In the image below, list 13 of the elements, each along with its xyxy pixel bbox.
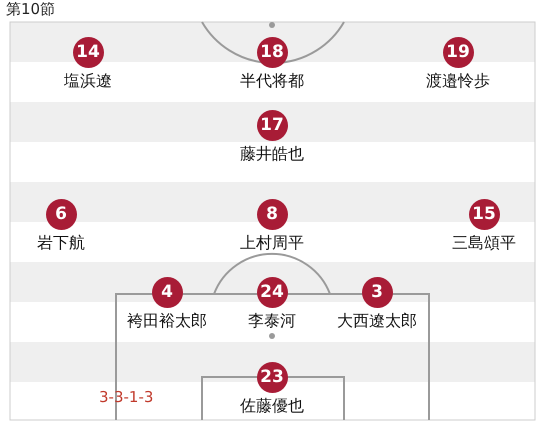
player-name: 上村周平 [240, 233, 304, 254]
player-name: 三島頌平 [452, 233, 516, 254]
player-name: 藤井皓也 [240, 144, 304, 165]
player-name: 渡邉怜歩 [426, 71, 490, 92]
player-name: 李泰河 [248, 311, 296, 332]
player-name: 半代将都 [240, 71, 304, 92]
player-name: 塩浜遼 [64, 71, 112, 92]
player-name: 岩下航 [37, 233, 85, 254]
player-name: 大西遼太郎 [337, 311, 417, 332]
player-name: 袴田裕太郎 [127, 311, 207, 332]
player-name: 佐藤優也 [240, 396, 304, 417]
title: 第10節 [6, 0, 56, 19]
formation-label: 3-3-1-3 [99, 388, 154, 406]
